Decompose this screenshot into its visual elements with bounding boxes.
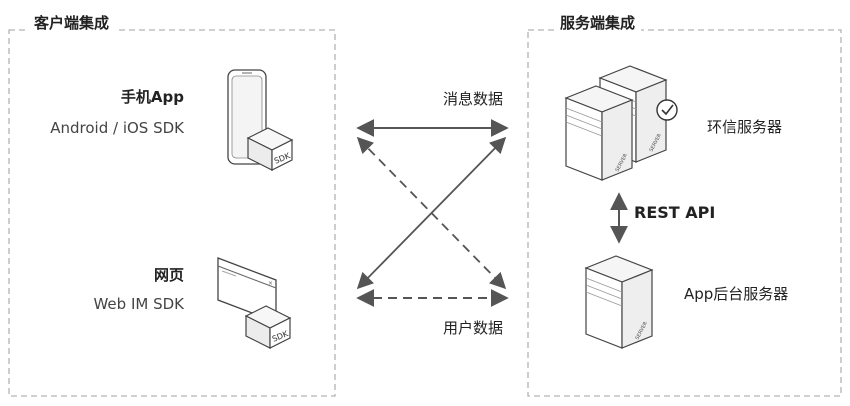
app-server-label: App后台服务器 [684, 285, 789, 303]
server-group-title: 服务端集成 [554, 16, 642, 31]
client-group-title: 客户端集成 [28, 16, 116, 31]
message-flow-label: 消息数据 [443, 90, 504, 108]
mobile-to-app-server-arrow [356, 136, 507, 290]
im-server-icon: SERVER SERVER [564, 65, 668, 181]
mobile-app-subtitle: Android / iOS SDK [50, 119, 184, 137]
app-server-icon: SERVER [584, 255, 654, 349]
mobile-sdk-box-icon: SDK [246, 127, 294, 171]
verified-check-icon [656, 99, 678, 121]
svg-text:×: × [268, 280, 273, 287]
im-server-label: 环信服务器 [707, 118, 783, 136]
web-subtitle: Web IM SDK [93, 295, 184, 313]
mobile-app-title: 手机App [120, 88, 184, 106]
rest-api-label: REST API [634, 203, 716, 222]
user-flow-label: 用户数据 [443, 319, 504, 337]
server-group-box [527, 29, 842, 397]
web-title: 网页 [153, 266, 184, 284]
web-sdk-box-icon: SDK [244, 305, 292, 349]
client-group-box [8, 29, 336, 397]
